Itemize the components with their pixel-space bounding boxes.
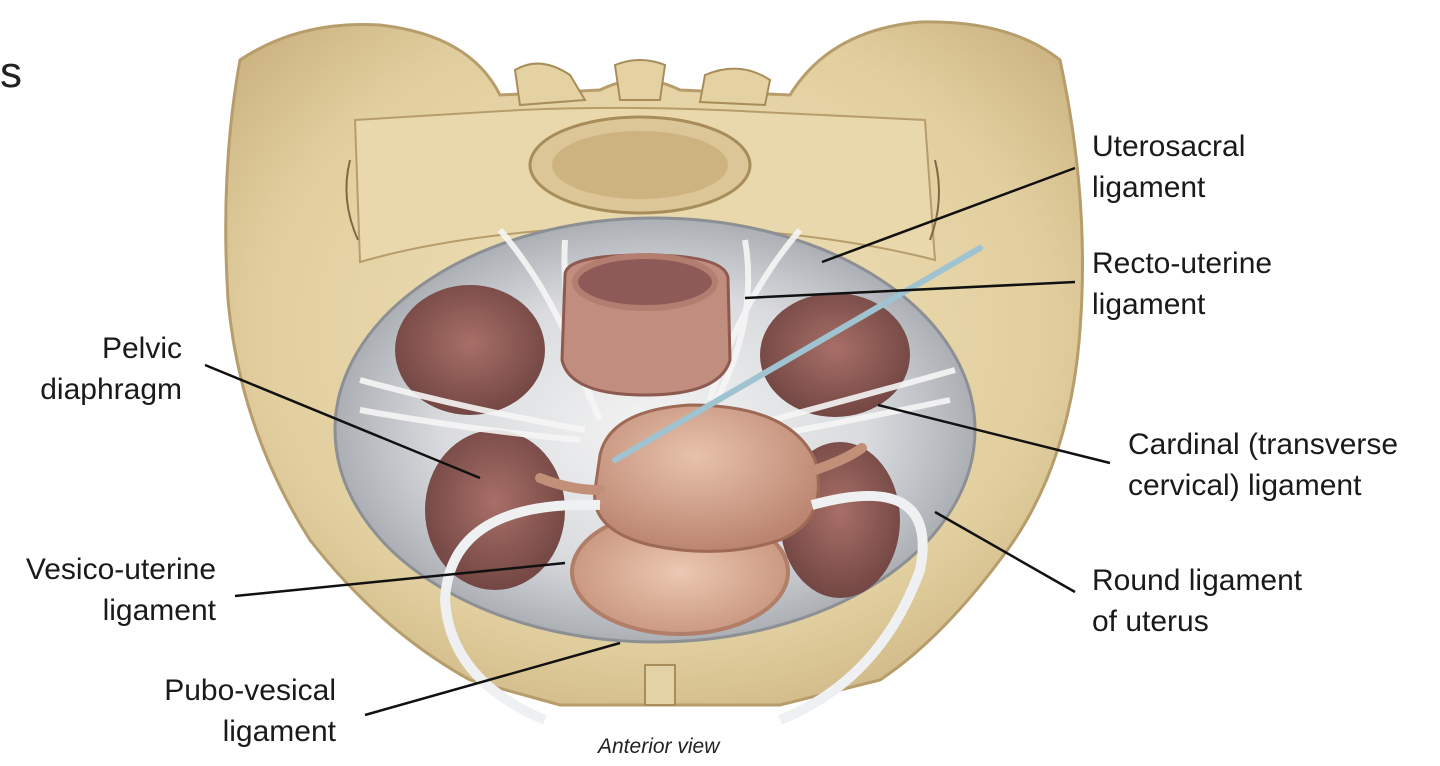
label-pubo-vesical-ligament: Pubo-vesical ligament: [164, 674, 336, 748]
pubic-symphysis: [644, 664, 676, 706]
sacroiliac-joint-right: [929, 159, 940, 241]
label-cardinal-ligament: Cardinal (transverse cervical) ligament: [1128, 428, 1399, 502]
leader-recto-uterine: [744, 280, 1076, 300]
spinous-process: [513, 59, 772, 107]
levator-ani-upper-right: [760, 293, 910, 417]
uterine-tube-left: [535, 473, 605, 495]
leader-cardinal: [877, 403, 1111, 465]
leader-lines: [204, 166, 1111, 717]
sacroiliac-joint-left: [345, 159, 359, 241]
figure-caption: Anterior view: [598, 735, 720, 758]
label-pelvic-diaphragm: Pelvic diaphragm: [40, 332, 182, 406]
corner-glyph: s: [0, 48, 22, 97]
leader-pelvic-diaphragm: [204, 363, 481, 480]
label-vesico-uterine-ligament: Vesico-uterine ligament: [25, 553, 216, 627]
uterus: [593, 403, 820, 553]
leader-pubo-vesical: [364, 641, 621, 717]
vertebral-disc: [552, 131, 728, 199]
label-round-ligament: Round ligament of uterus: [1092, 564, 1303, 638]
levator-ani-upper-left: [395, 285, 545, 415]
leader-round: [934, 510, 1076, 594]
uterine-tube-right: [810, 443, 867, 475]
label-uterosacral-ligament: Uterosacral ligament: [1092, 130, 1246, 204]
label-recto-uterine-ligament: Recto-uterine ligament: [1092, 247, 1273, 321]
rectum-lumen: [572, 253, 718, 311]
round-ligament-right: [778, 490, 928, 725]
leader-uterosacral: [821, 166, 1076, 264]
leader-vesico-uterine: [234, 561, 566, 598]
round-ligament-left: [439, 499, 601, 725]
probe: [612, 245, 983, 463]
